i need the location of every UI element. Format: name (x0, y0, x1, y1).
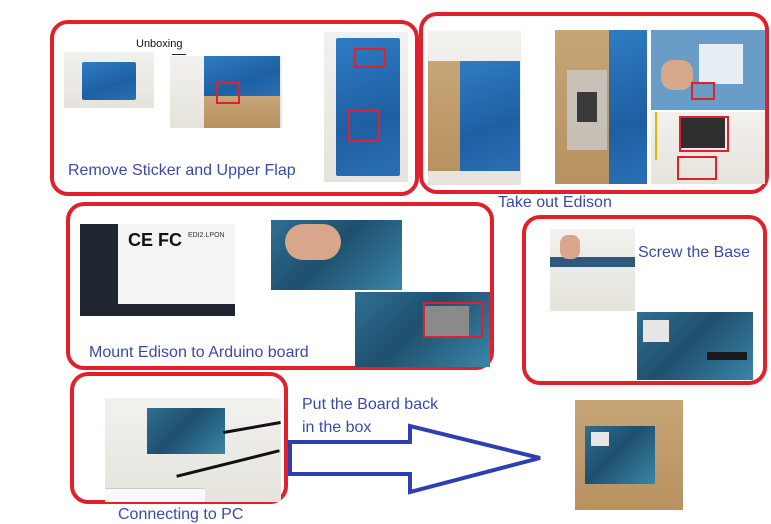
photo-edison-chip-label: CE FC EDI2.LPON (80, 224, 235, 316)
unboxing-label: Unboxing (136, 38, 183, 50)
caption-put-back-line1: Put the Board back (302, 396, 439, 413)
caption-take-out-edison: Take out Edison (498, 194, 612, 211)
caption-remove-sticker: Remove Sticker and Upper Flap (68, 162, 296, 179)
photo-edison-mounted (355, 292, 490, 367)
photo-finger-on-board (271, 220, 402, 290)
photo-box-front (324, 32, 408, 182)
panel-screw-base (522, 215, 767, 385)
photo-box-open-sticker (170, 56, 282, 128)
panel-remove-sticker (50, 20, 419, 196)
panel-mount-edison (66, 202, 494, 370)
caption-screw-base: Screw the Base (638, 244, 751, 261)
chip-marks-text: CE FC (128, 230, 182, 250)
photo-board-connected-pc (105, 398, 281, 502)
photo-screwing-base (550, 229, 635, 311)
caption-connecting-pc: Connecting to PC (118, 506, 244, 523)
caption-put-back-line2: in the box (302, 419, 372, 436)
panel-connecting-pc (70, 372, 288, 504)
panel-take-out-edison (419, 12, 769, 194)
photo-board-in-box (575, 400, 683, 510)
photo-assembled-board (637, 312, 753, 380)
photo-unboxing-box-small (64, 52, 154, 108)
caption-mount-edison: Mount Edison to Arduino board (89, 344, 309, 361)
unboxing-arrow-icon (172, 54, 186, 55)
photo-opened-box-edison (555, 30, 647, 184)
photo-screws-pack (651, 112, 765, 184)
photo-hand-edison-pack (651, 30, 765, 110)
photo-box-side (428, 31, 521, 185)
chip-model-text: EDI2.LPON (188, 232, 225, 239)
